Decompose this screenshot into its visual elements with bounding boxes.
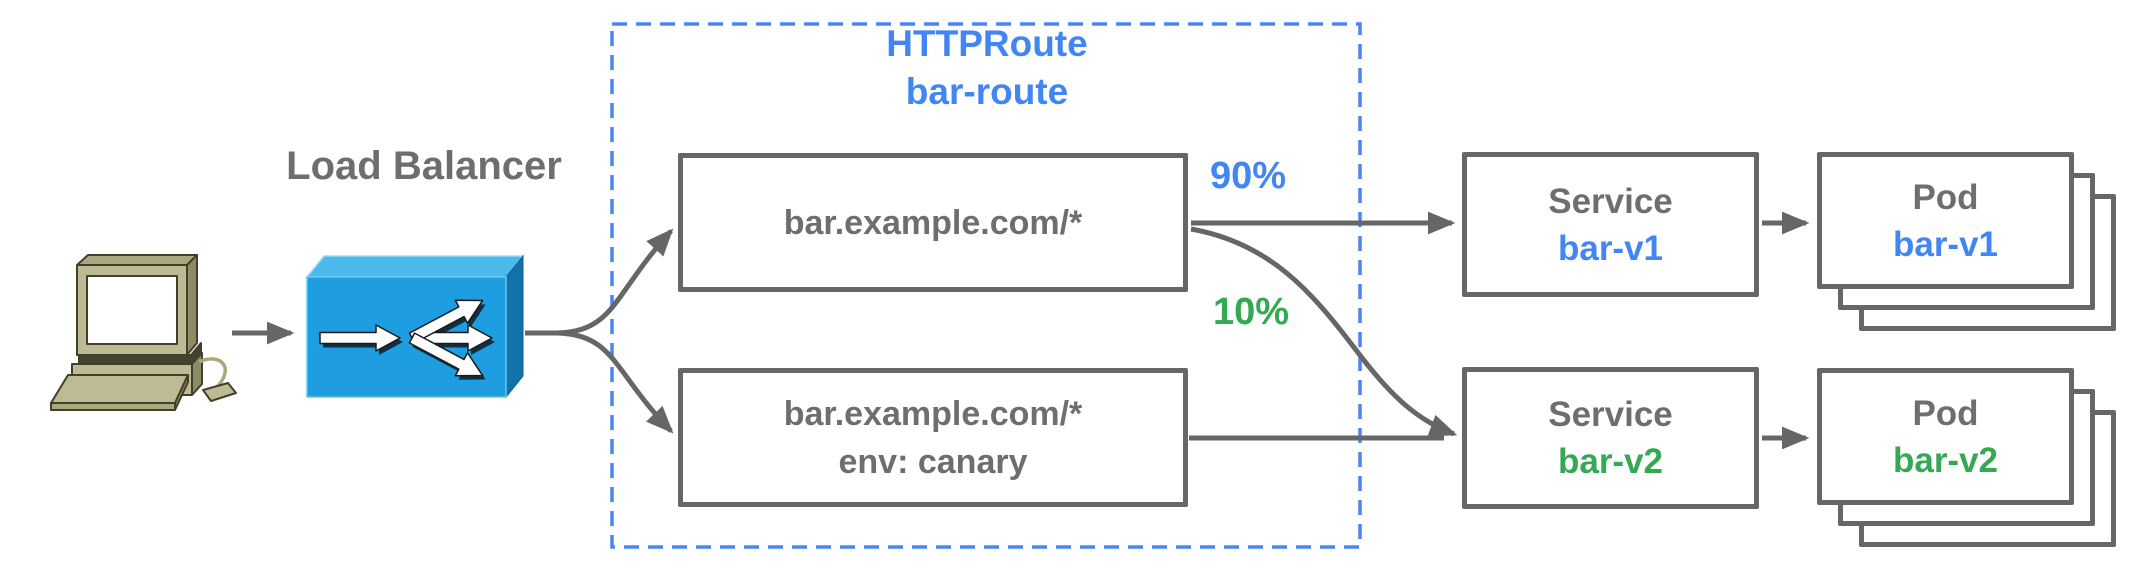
service-kind: Service [1548,395,1673,434]
service-kind: Service [1548,181,1673,221]
arrow-lb-to-rule1 [556,228,674,336]
arrow-rule1-to-service-v2 [1190,226,1458,437]
route-rule-1-box: bar.example.com/* [678,153,1188,292]
desktop-computer-icon [50,254,237,411]
service-bar-v1-box: Service bar-v1 [1462,152,1759,297]
route-rule-2-header: env: canary [838,442,1028,481]
mouse-cable [198,357,227,389]
pod-bar-v2-stack: Pod bar-v2 [1817,368,2116,547]
service-name: bar-v2 [1557,442,1664,481]
load-balancer-label: Load Balancer [286,144,562,188]
weight-10-label: 10% [1213,291,1290,333]
pod-bar-v1-box: Pod bar-v1 [1817,152,2074,289]
service-bar-v2-box: Service bar-v2 [1462,367,1759,509]
httproute-dashed-border [610,22,1362,549]
load-balancer-icon [305,254,525,399]
route-rule-2-box: bar.example.com/* env: canary [678,368,1188,507]
pod-name: bar-v2 [1892,440,1999,480]
pod-name: bar-v1 [1892,224,1999,264]
pod-kind: Pod [1912,177,1979,217]
httproute-kind: HTTPRoute [886,23,1088,64]
pod-kind: Pod [1912,393,1979,433]
route-rule-1-match: bar.example.com/* [783,203,1083,242]
weight-90-label: 90% [1210,155,1287,197]
route-rule-2-match: bar.example.com/* [783,394,1083,433]
httproute-title: HTTPRoute bar-route [787,20,1187,116]
arrow-lb-to-rule2 [556,330,674,434]
mouse-icon [202,382,237,402]
pod-bar-v1-stack: Pod bar-v1 [1817,152,2116,331]
lb-split-arrows [319,299,495,380]
service-name: bar-v1 [1557,228,1664,268]
pod-bar-v2-box: Pod bar-v2 [1817,368,2074,505]
httproute-name: bar-route [905,71,1069,112]
